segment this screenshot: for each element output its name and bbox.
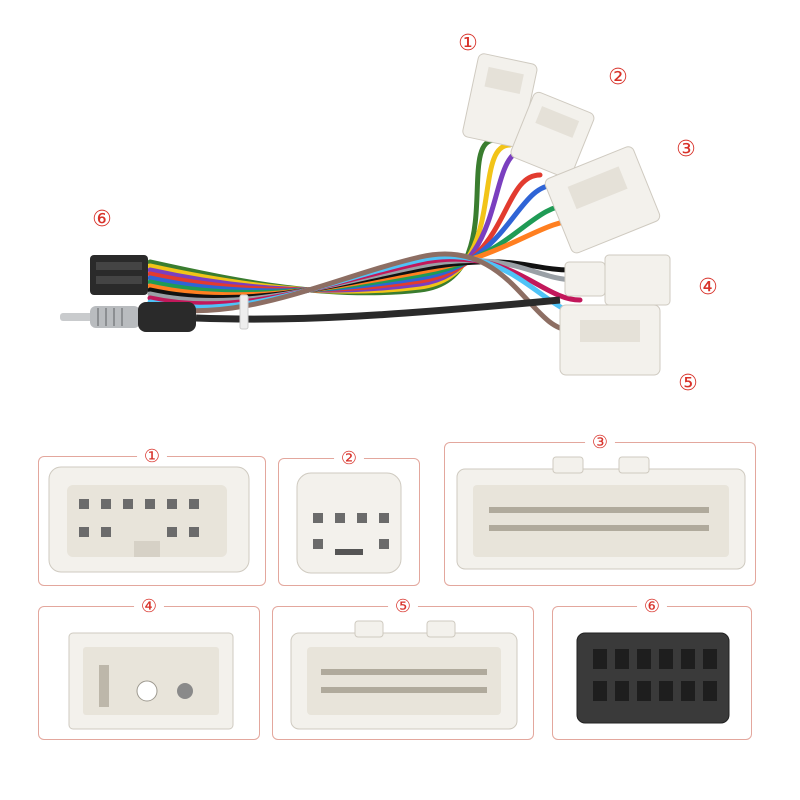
wire: [147, 256, 583, 307]
wire: [147, 172, 543, 293]
label-connector-3: ③: [676, 137, 696, 162]
connector-2-face: [296, 472, 402, 574]
panel-label-5: ⑤: [388, 591, 418, 621]
connector-4-plug: [564, 254, 671, 306]
connector-6-plug: [90, 255, 148, 295]
panel-label-1: ①: [137, 441, 167, 471]
wire: [147, 182, 558, 294]
connector-4-face: [68, 632, 234, 730]
wire: [147, 137, 498, 296]
wire: [147, 142, 513, 294]
detail-panel-5: ⑤: [272, 591, 534, 740]
label-connector-2: ②: [608, 65, 628, 90]
connector-1-face: [48, 466, 250, 573]
wire: [147, 217, 583, 298]
cable-tie: [239, 294, 249, 330]
panel-label-6: ⑥: [637, 591, 667, 621]
wire-harness-illustration: [60, 53, 671, 376]
connector-5-plug: [559, 304, 661, 376]
connector-2-plug: [510, 91, 595, 179]
detail-panel-4: ④: [38, 591, 260, 740]
connector-3-plug: [544, 146, 661, 254]
detail-panel-2: ②: [278, 443, 420, 586]
wire: [147, 259, 573, 301]
panel-label-2: ②: [334, 443, 364, 473]
detail-panel-6: ⑥: [552, 591, 752, 740]
connector-1-plug: [462, 53, 538, 148]
connector-5-face: [290, 620, 518, 730]
wire: [147, 251, 573, 333]
wire: [147, 254, 588, 318]
wire: [147, 202, 573, 295]
wire-bundle: [147, 137, 588, 333]
antenna-cable: [195, 296, 561, 323]
label-connector-1: ①: [458, 31, 478, 56]
connector-6-face: [576, 632, 730, 724]
wire: [147, 147, 528, 293]
antenna-plug: [60, 302, 196, 332]
detail-panel-3: ③: [444, 427, 756, 586]
label-connector-4: ④: [698, 275, 718, 300]
connector-3-face: [456, 456, 746, 570]
wire: [147, 258, 578, 304]
panel-label-3: ③: [585, 427, 615, 457]
panel-label-4: ④: [134, 591, 164, 621]
label-connector-5: ⑤: [678, 371, 698, 396]
detail-panel-1: ①: [38, 441, 266, 586]
label-connector-6: ⑥: [92, 207, 112, 232]
